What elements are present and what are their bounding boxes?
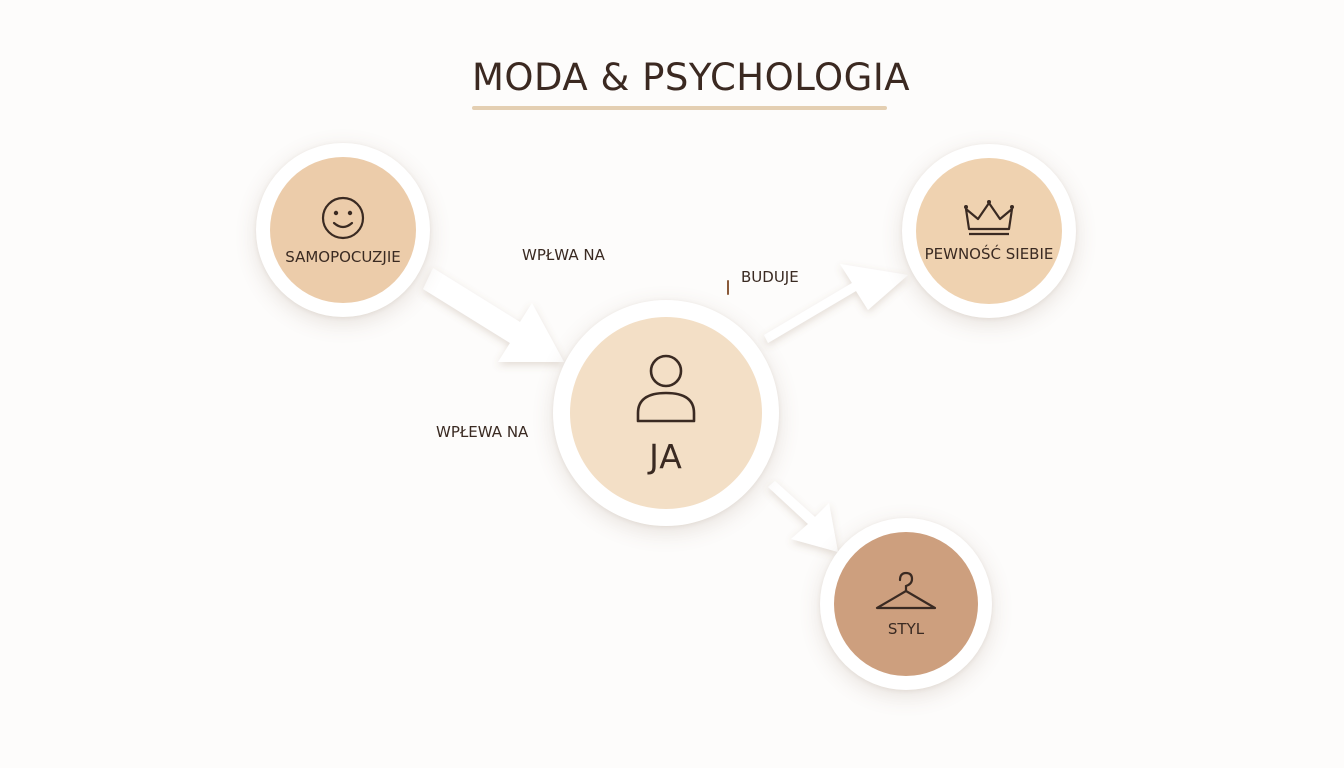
node-samopoczucie[interactable]: SAMOPOCUZJIE xyxy=(256,143,430,317)
arrow-ja-to-styl xyxy=(768,481,838,552)
node-styl-fill: STYL xyxy=(834,532,978,676)
edge-label-wplwa-na: WPŁWA NA xyxy=(522,246,605,264)
diagram-title: MODA & PSYCHOLOGIA xyxy=(472,56,911,99)
node-ja-label: JA xyxy=(649,436,683,476)
smiley-face-icon xyxy=(321,196,365,240)
crown-icon xyxy=(964,200,1014,236)
node-samopoczucie-fill: SAMOPOCUZJIE xyxy=(270,157,416,303)
node-styl-label: STYL xyxy=(887,620,925,638)
node-pewnosc-fill: PEWNOŚĆ SIEBIE xyxy=(916,158,1062,304)
node-ja-fill: JA xyxy=(570,317,762,509)
person-icon xyxy=(636,354,696,422)
node-ja[interactable]: JA xyxy=(553,300,779,526)
node-pewnosc-siebie[interactable]: PEWNOŚĆ SIEBIE xyxy=(902,144,1076,318)
edge-label-buduje: BUDUJE xyxy=(741,268,799,286)
node-styl[interactable]: STYL xyxy=(820,518,992,690)
arrow-ja-to-pewnosc xyxy=(764,264,908,343)
node-samopoczucie-label: SAMOPOCUZJIE xyxy=(285,248,401,266)
node-pewnosc-label: PEWNOŚĆ SIEBIE xyxy=(924,245,1054,263)
title-underline xyxy=(472,106,887,110)
clothes-hanger-icon xyxy=(875,571,937,610)
edge-label-wplewa-na: WPŁEWA NA xyxy=(436,423,529,441)
small-tick-mark xyxy=(727,280,729,295)
arrow-samopoczucie-to-ja xyxy=(423,268,564,362)
